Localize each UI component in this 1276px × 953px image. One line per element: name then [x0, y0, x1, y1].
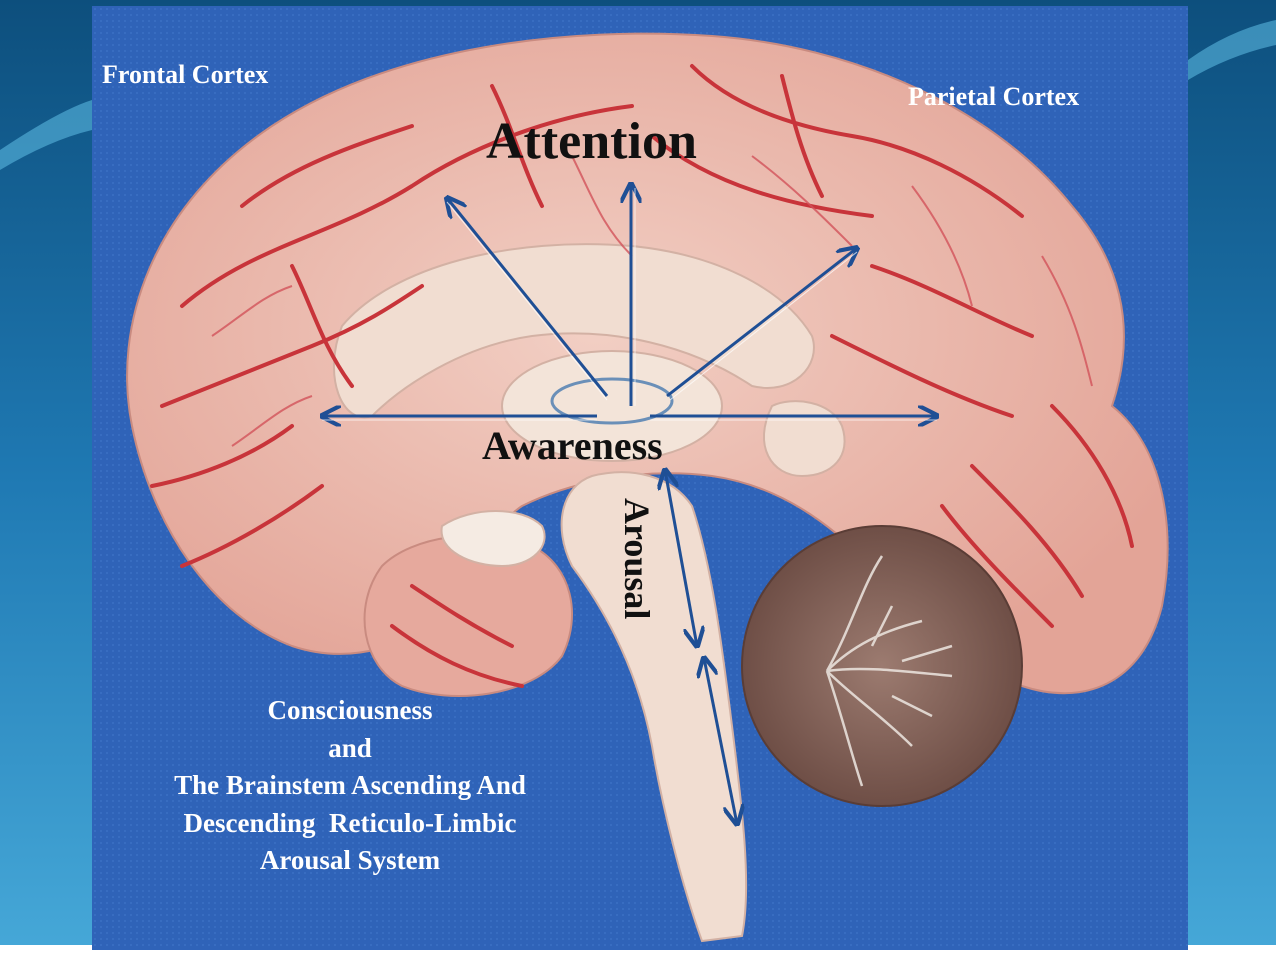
arousal-label: Arousal [616, 498, 658, 619]
attention-label: Attention [486, 112, 697, 171]
frontal-cortex-label: Frontal Cortex [102, 60, 268, 90]
caption-line-4: Descending Reticulo-Limbic [112, 805, 588, 843]
cerebellum [742, 526, 1022, 806]
slide-caption: Consciousness and The Brainstem Ascendin… [112, 692, 588, 880]
caption-line-2: and [112, 730, 588, 768]
caption-line-3: The Brainstem Ascending And [112, 767, 588, 805]
caption-line-5: Arousal System [112, 842, 588, 880]
awareness-label: Awareness [482, 422, 663, 469]
caption-line-1: Consciousness [112, 692, 588, 730]
parietal-cortex-label: Parietal Cortex [908, 82, 1079, 112]
